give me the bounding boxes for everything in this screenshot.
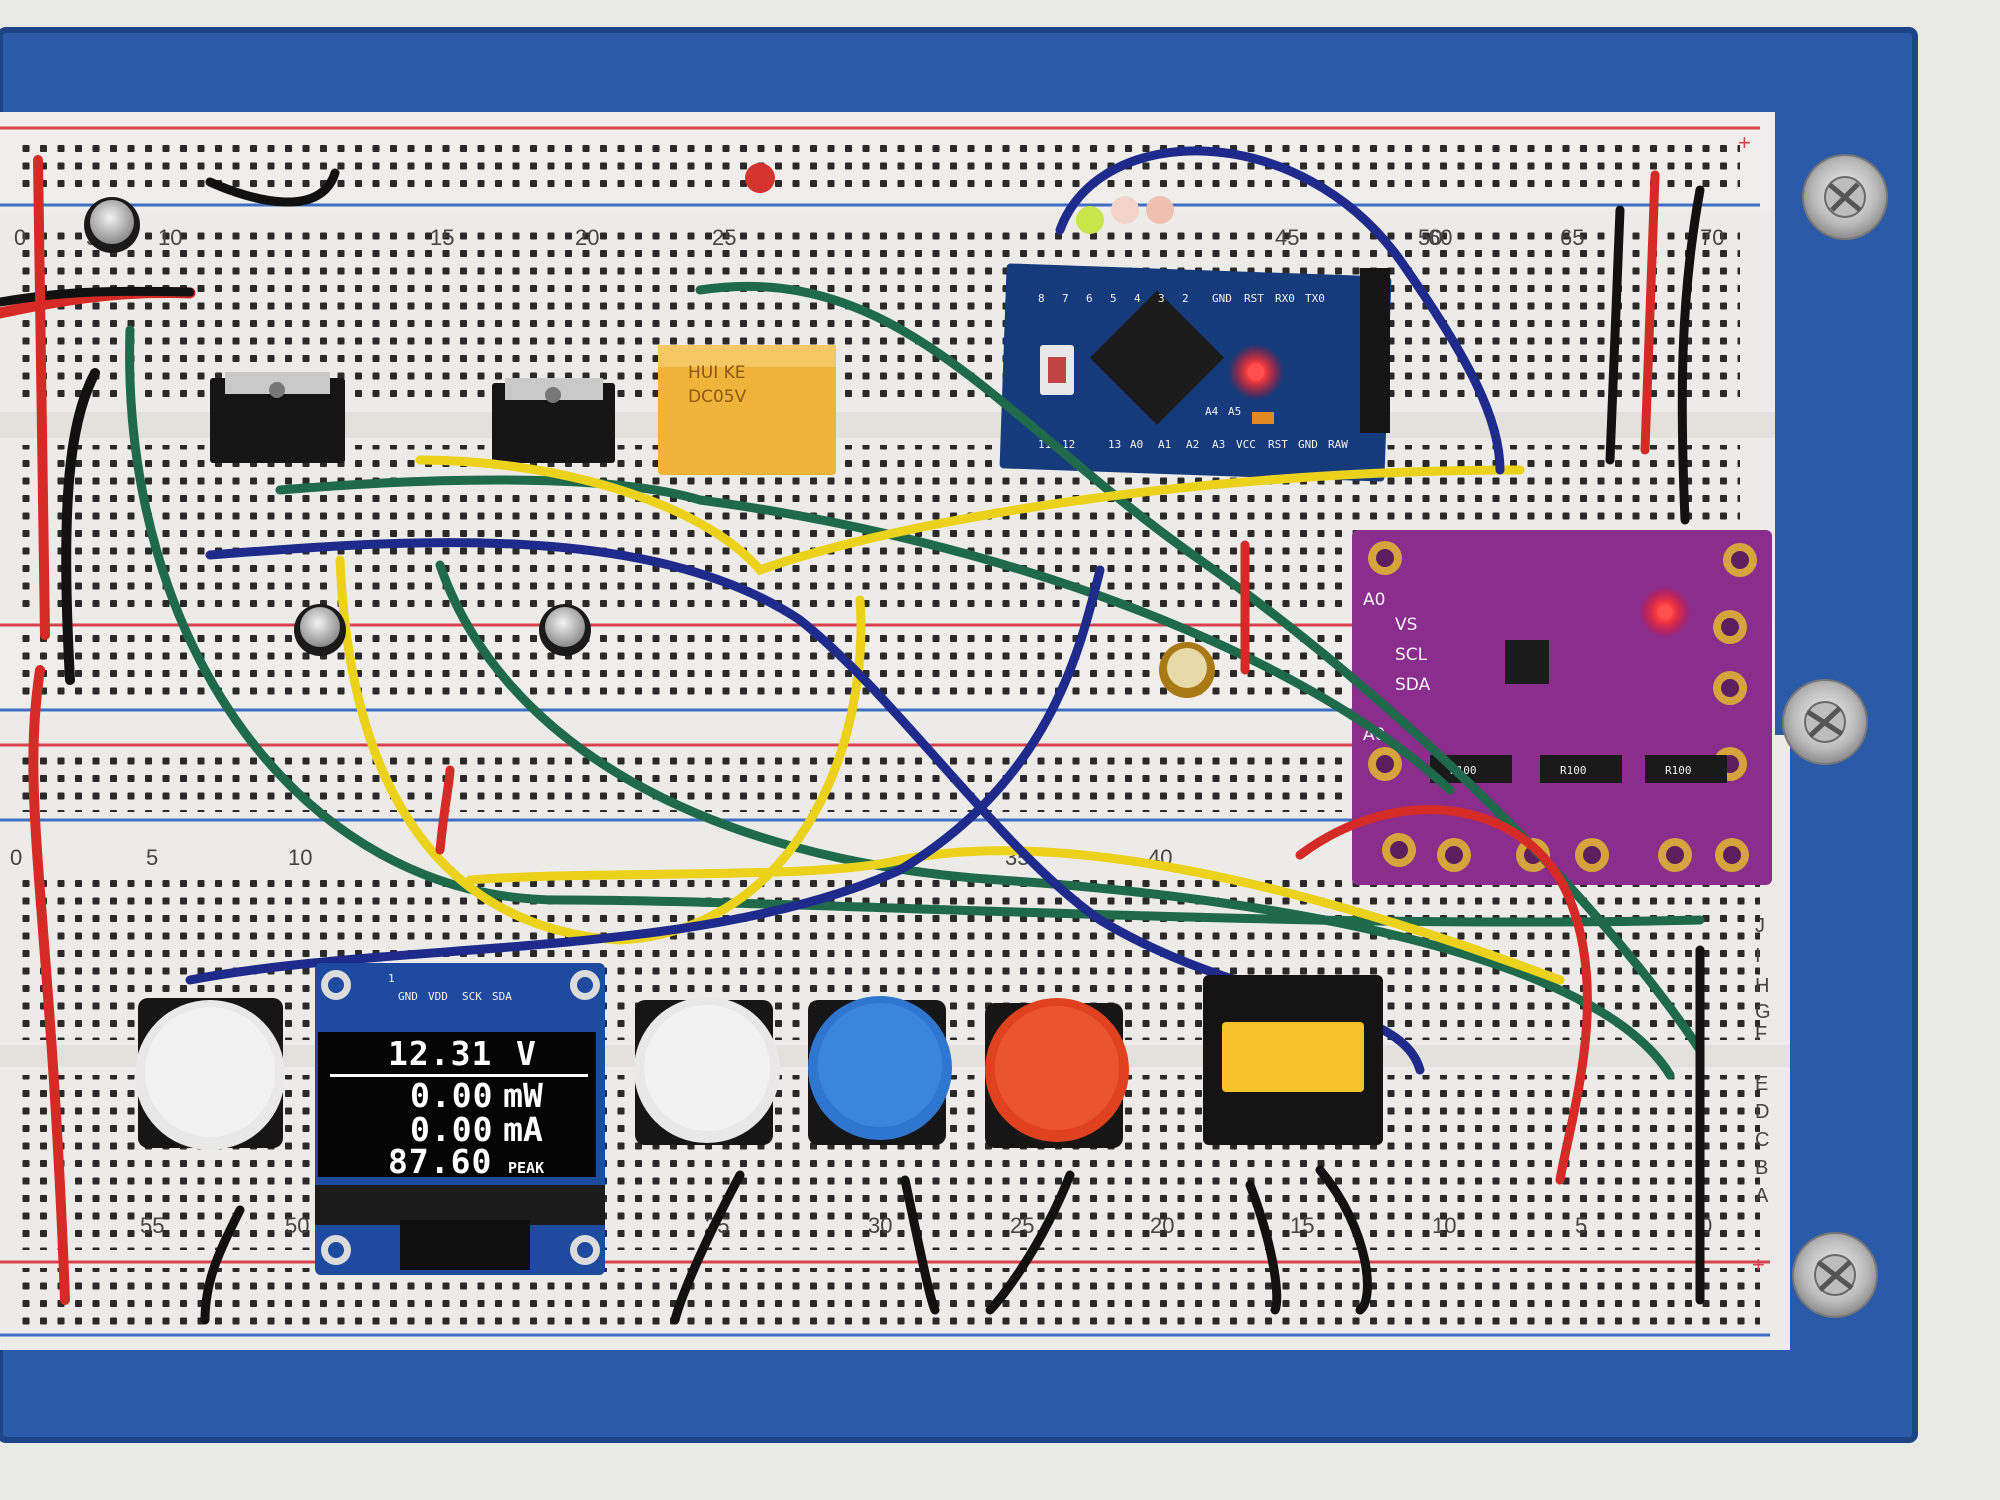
arduino-pin-label: RST xyxy=(1268,438,1288,451)
wires xyxy=(0,146,1705,1325)
arduino-pin-label: GND xyxy=(1298,438,1318,451)
bb-num: 50 xyxy=(285,1213,309,1238)
screw-icon xyxy=(1792,1232,1878,1318)
current-unit: mA xyxy=(503,1110,543,1149)
regulator xyxy=(210,372,345,463)
capacitor xyxy=(84,197,1215,698)
bb-num: 30 xyxy=(868,1213,892,1238)
button-white[interactable] xyxy=(634,997,780,1145)
row-letter: D xyxy=(1755,1101,1769,1123)
bb-num: 65 xyxy=(1560,225,1584,250)
arduino-pin-label: A1 xyxy=(1158,438,1171,451)
oled-pin-label: SDA xyxy=(492,990,512,1003)
sensor-pin-label: A0 xyxy=(1363,590,1385,610)
bb-num: 25 xyxy=(712,225,736,250)
arduino-pin-label: 4 xyxy=(1134,292,1141,305)
arduino-pin-label: A2 xyxy=(1186,438,1199,451)
power-unit: mW xyxy=(503,1076,543,1115)
arduino-pin-label: A5 xyxy=(1228,405,1241,418)
arduino-pro-mini: GND RST RX0 TX0 8 7 6 5 4 3 2 11 12 13 A… xyxy=(999,263,1392,482)
row-letter: C xyxy=(1755,1129,1769,1151)
row-letter: F xyxy=(1755,1023,1767,1045)
arduino-pin-label: GND xyxy=(1212,292,1232,305)
voltage-value: 12.31 xyxy=(388,1034,493,1073)
oled-pin-label: VDD xyxy=(428,990,448,1003)
oled-pin-label: SCK xyxy=(462,990,482,1003)
screw-icon xyxy=(1802,154,1888,240)
bb-num: 0 xyxy=(10,845,22,870)
bb-num: 45 xyxy=(1275,225,1299,250)
led-icon xyxy=(745,163,1174,234)
bb-num: 20 xyxy=(575,225,599,250)
current-value: 0.00 xyxy=(410,1110,494,1149)
peak-label: PEAK xyxy=(507,1159,545,1177)
peak-value: 87.60 xyxy=(388,1142,493,1181)
relay-label: HUI KE xyxy=(688,363,746,383)
arduino-pin-label: 5 xyxy=(1110,292,1117,305)
row-letter-labels: J I H G F E D C B A + + xyxy=(1738,130,1771,1277)
row-letter: G xyxy=(1755,1001,1771,1023)
arduino-pin-label: RX0 xyxy=(1275,292,1295,305)
row-letter: E xyxy=(1755,1073,1768,1095)
rail-plus-label: + xyxy=(1738,130,1751,155)
bb-num: 10 xyxy=(158,225,182,250)
bb-num: 60 xyxy=(1428,225,1452,250)
bb-num: 70 xyxy=(1700,225,1724,250)
arduino-pin-label: 3 xyxy=(1158,292,1165,305)
button-blue[interactable] xyxy=(808,996,952,1145)
row-letter: I xyxy=(1755,945,1761,967)
arduino-pin-label: 8 xyxy=(1038,292,1045,305)
screw-icon xyxy=(1782,679,1868,765)
sensor-pin-label: VS xyxy=(1395,615,1417,635)
bb-num: 5 xyxy=(1575,1213,1587,1238)
row-letter: B xyxy=(1755,1157,1768,1179)
arduino-pin-label: RAW xyxy=(1328,438,1348,451)
button-white-left[interactable] xyxy=(135,998,285,1150)
bb-num: 15 xyxy=(430,225,454,250)
relay: HUI KE DC05V xyxy=(658,345,836,475)
sensor-pin-label: SCL xyxy=(1395,645,1428,665)
arduino-pin-label: TX0 xyxy=(1305,292,1325,305)
arduino-pin-label: 2 xyxy=(1182,292,1189,305)
row-letter: J xyxy=(1755,915,1765,937)
current-sensor-board: R100 R100 R100 A0 VS SCL SDA A0 xyxy=(1352,530,1772,885)
arduino-pin-label: 12 xyxy=(1062,438,1075,451)
arduino-pin-label: 6 xyxy=(1086,292,1093,305)
arduino-pin-label: A0 xyxy=(1130,438,1143,451)
resistor-label: R100 xyxy=(1560,764,1587,777)
bb-num: 0 xyxy=(14,225,26,250)
bb-num: 20 xyxy=(1150,1213,1174,1238)
bb-num: 15 xyxy=(1290,1213,1314,1238)
button-yellow-square[interactable] xyxy=(1203,975,1383,1145)
bb-num: 10 xyxy=(288,845,312,870)
bb-num: 25 xyxy=(1010,1213,1034,1238)
regulator xyxy=(492,378,615,463)
arduino-pin-label: 13 xyxy=(1108,438,1121,451)
power-value: 0.00 xyxy=(410,1076,494,1115)
oled-pin-label: 1 xyxy=(388,972,395,985)
rail-plus-label: + xyxy=(1752,1252,1765,1277)
resistor-label: R100 xyxy=(1665,764,1692,777)
row-letter: H xyxy=(1755,975,1769,997)
arduino-pin-label: VCC xyxy=(1236,438,1256,451)
row-letter: A xyxy=(1755,1185,1769,1207)
oled-screen: 12.31 V 0.00 mW 0.00 mA 87.60 PEAK xyxy=(318,1032,596,1181)
sensor-pin-label: SDA xyxy=(1395,675,1431,695)
arduino-pin-label: A4 xyxy=(1205,405,1219,418)
bb-num: 5 xyxy=(146,845,158,870)
bb-num: 55 xyxy=(140,1213,164,1238)
arduino-pin-label: A3 xyxy=(1212,438,1225,451)
button-red[interactable] xyxy=(985,998,1129,1148)
bb-num: 50 xyxy=(1418,225,1442,250)
oled-divider xyxy=(330,1074,588,1077)
arduino-pin-label: 7 xyxy=(1062,292,1069,305)
voltage-unit: V xyxy=(515,1034,536,1073)
oled-pin-label: GND xyxy=(398,990,418,1003)
bb-num: 10 xyxy=(1432,1213,1456,1238)
arduino-pin-label: RST xyxy=(1244,292,1264,305)
relay-label: DC05V xyxy=(688,387,747,407)
